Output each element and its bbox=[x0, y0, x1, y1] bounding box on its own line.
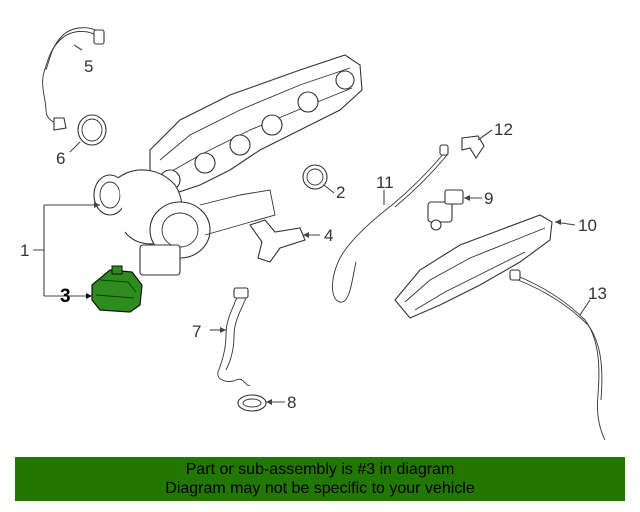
callout-11: 11 bbox=[376, 173, 394, 192]
part-4-bracket[interactable] bbox=[249, 219, 306, 263]
callout-1: 1 bbox=[20, 241, 29, 260]
banner-line-2: Diagram may not be specific to your vehi… bbox=[165, 480, 475, 497]
part-9-valve[interactable] bbox=[427, 189, 464, 231]
parts-diagram: 1 2 3 4 5 6 7 8 9 10 11 12 13 bbox=[20, 27, 607, 441]
part-10-heat-shield[interactable] bbox=[394, 214, 553, 319]
callout-4: 4 bbox=[324, 226, 333, 245]
callout-10: 10 bbox=[578, 216, 597, 235]
info-banner: Part or sub-assembly is #3 in diagram Di… bbox=[15, 457, 625, 501]
part-5-oxygen-sensor[interactable] bbox=[42, 27, 105, 131]
callout-6: 6 bbox=[56, 149, 65, 168]
callout-12: 12 bbox=[494, 120, 513, 139]
callout-5: 5 bbox=[84, 57, 93, 76]
callout-13: 13 bbox=[588, 284, 607, 303]
part-8-seal[interactable] bbox=[237, 394, 267, 412]
part-12-clip[interactable] bbox=[461, 135, 485, 160]
callout-2: 2 bbox=[336, 183, 345, 202]
part-7-coolant-pipe[interactable] bbox=[217, 294, 251, 386]
callout-9: 9 bbox=[484, 189, 493, 208]
callout-8: 8 bbox=[287, 393, 296, 412]
part-11-line[interactable] bbox=[332, 151, 446, 303]
part-13-oil-line[interactable] bbox=[514, 274, 606, 441]
part-2-gasket[interactable] bbox=[302, 164, 328, 190]
callout-7: 7 bbox=[192, 322, 201, 341]
turbo-manifold-assembly bbox=[93, 54, 363, 276]
banner-line-1: Part or sub-assembly is #3 in diagram bbox=[185, 461, 455, 478]
part-3-actuator[interactable] bbox=[91, 265, 143, 313]
callout-3: 3 bbox=[60, 286, 71, 307]
